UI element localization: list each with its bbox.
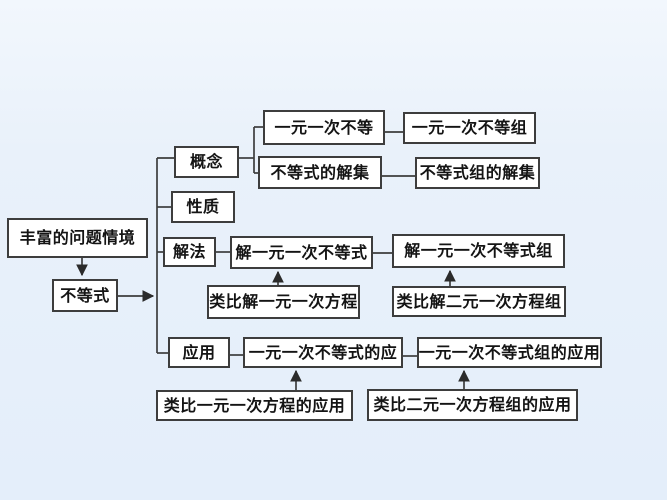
node-solving-method: 解法 xyxy=(163,237,216,267)
node-solve-linear-inequality-group: 解一元一次不等式组 xyxy=(392,234,565,268)
node-inequality-solution-set: 不等式的解集 xyxy=(258,156,382,189)
node-analogy-linear-equation-group-application: 类比二元一次方程组的应用 xyxy=(367,389,578,421)
node-concept: 概念 xyxy=(174,146,239,178)
node-analogy-solve-linear-equation: 类比解一元一次方程 xyxy=(207,285,360,319)
node-linear-inequality: 一元一次不等 xyxy=(263,110,385,145)
node-application: 应用 xyxy=(168,337,230,368)
node-solve-linear-inequality: 解一元一次不等式 xyxy=(230,236,373,269)
node-analogy-solve-linear-equation-group: 类比解二元一次方程组 xyxy=(392,286,566,317)
node-property: 性质 xyxy=(171,191,235,223)
node-inequality: 不等式 xyxy=(52,279,118,312)
node-linear-inequality-group-application: 一元一次不等式组的应用 xyxy=(417,337,602,368)
node-linear-inequality-application: 一元一次不等式的应 xyxy=(243,337,403,368)
node-linear-inequality-group: 一元一次不等组 xyxy=(403,112,536,144)
node-inequality-group-solution-set: 不等式组的解集 xyxy=(415,157,540,189)
node-rich-problem-context: 丰富的问题情境 xyxy=(7,218,148,258)
node-analogy-linear-equation-application: 类比一元一次方程的应用 xyxy=(156,390,353,421)
